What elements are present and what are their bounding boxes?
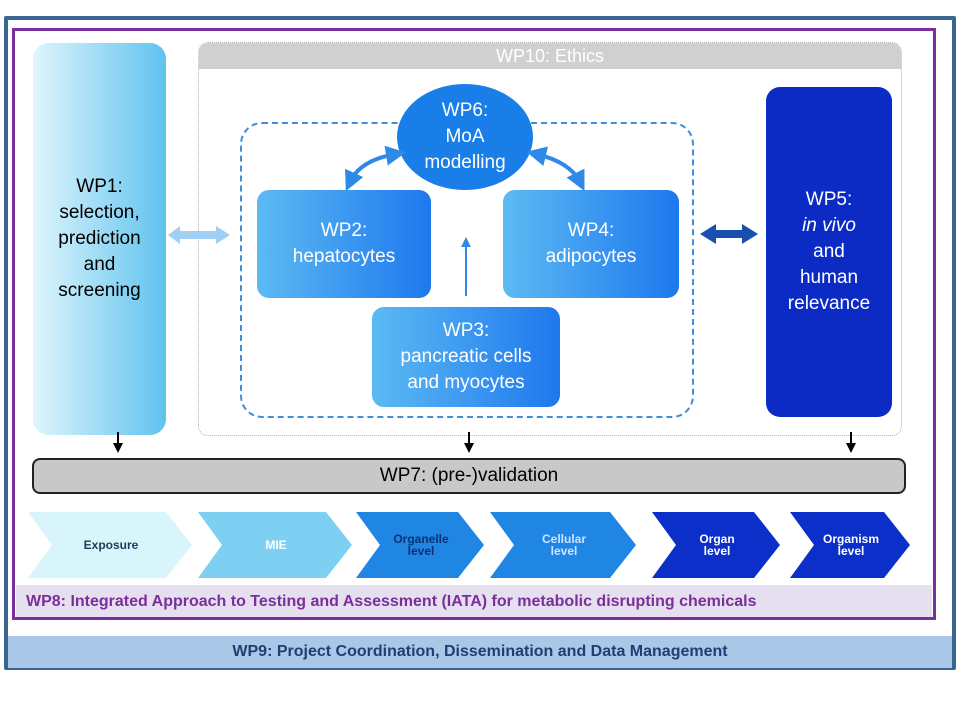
aop-chevron-shape <box>198 512 352 578</box>
wp7-bar: WP7: (pre-)validation <box>32 458 906 494</box>
wp5-line: human <box>799 267 859 288</box>
wp6-wp4-arrow <box>526 146 585 191</box>
wp5-line: in vivo <box>802 215 856 236</box>
aop-chevron-shape <box>652 512 780 578</box>
wp3-box: WP3: pancreatic cells and myocytes <box>372 307 560 407</box>
wp5-box: WP5: in vivo and human relevance <box>766 87 892 417</box>
wp6-circle: WP6: MoA modelling <box>397 84 533 190</box>
wp6-line: modelling <box>424 152 506 173</box>
aop-chevron-3 <box>356 512 484 578</box>
wp1-line: prediction <box>58 228 141 249</box>
aop-chevron-4 <box>490 512 636 578</box>
wp3-line: pancreatic cells <box>400 346 532 367</box>
wp4-line: adipocytes <box>545 246 637 267</box>
aop-step-label-line: Exposure <box>83 538 139 552</box>
aop-step-label: MIE <box>218 512 334 578</box>
aop-chevron-shape <box>790 512 910 578</box>
aop-step-label-line: Organism <box>822 532 879 546</box>
wp2-line: hepatocytes <box>292 246 396 267</box>
aop-step-label-line: level <box>837 544 865 558</box>
wp9-bar <box>8 636 952 668</box>
wp1-line: selection, <box>59 202 140 223</box>
wp2-box: WP2: hepatocytes <box>257 190 431 298</box>
aop-chevron-shape <box>28 512 192 578</box>
wp2-line: WP2: <box>320 220 368 241</box>
wp5-line: WP5: <box>805 189 853 210</box>
outer-frame <box>4 16 956 670</box>
aop-step-label-line: Organelle <box>393 532 449 546</box>
aop-chevron-2 <box>198 512 352 578</box>
wp1-region-double-arrow <box>168 226 230 244</box>
wp4-line: WP4: <box>567 220 615 241</box>
wp5-line: relevance <box>787 293 871 314</box>
aop-chevron-5 <box>652 512 780 578</box>
wp3-line: WP3: <box>442 320 490 341</box>
aop-chevron-shape <box>490 512 636 578</box>
wp1-line: and <box>83 254 116 275</box>
region-wp5-double-arrow <box>700 224 758 244</box>
wp1-box: WP1: selection, prediction and screening <box>33 43 166 435</box>
wp4-box: WP4: adipocytes <box>503 190 679 298</box>
wp3-line: and myocytes <box>407 372 525 393</box>
wp1-line: screening <box>58 280 141 301</box>
wp9-label: WP9: Project Coordination, Dissemination… <box>232 643 728 660</box>
wp6-line: MoA <box>445 126 485 147</box>
aop-step-label-line: Cellular <box>541 532 586 546</box>
aop-step-label-line: level <box>407 544 435 558</box>
aop-chevron-6 <box>790 512 910 578</box>
wp10-label: WP10: Ethics <box>495 46 605 66</box>
aop-step-label: Exposure <box>48 512 174 578</box>
wp6-wp2-arrow <box>345 145 406 192</box>
aop-chevron-shape <box>356 512 484 578</box>
wp8-bar <box>16 585 932 617</box>
aop-step-label-line: MIE <box>265 538 287 552</box>
aop-step-label-line: level <box>550 544 578 558</box>
aop-step-label-line: level <box>703 544 731 558</box>
wp6-line: WP6: <box>441 100 489 121</box>
aop-chevron-1 <box>28 512 192 578</box>
wp8-frame <box>12 28 936 620</box>
aop-step-label-line: Organ <box>699 532 735 546</box>
wp5-line: and <box>813 241 845 262</box>
wp8-label: WP8: Integrated Approach to Testing and … <box>26 593 757 610</box>
wp1-line: WP1: <box>76 176 123 197</box>
wp10-header <box>199 43 901 69</box>
